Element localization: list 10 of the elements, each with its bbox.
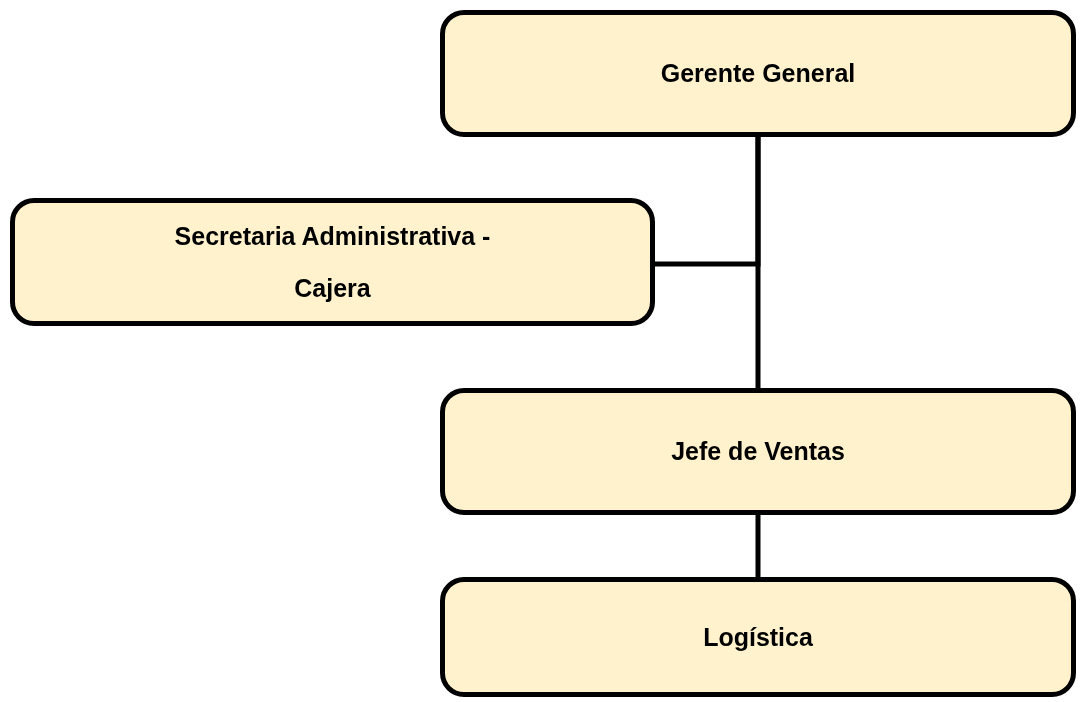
org-box <box>440 10 1076 137</box>
org-box <box>440 577 1076 697</box>
role-title: Gerente General <box>660 58 856 90</box>
connector-line <box>755 137 761 388</box>
org-box <box>440 388 1076 515</box>
role-title: Jefe de Ventas <box>671 436 845 468</box>
role-title: Secretaria Administrativa - Cajera <box>173 220 492 304</box>
org-box <box>10 198 655 326</box>
connector-line <box>755 515 761 577</box>
role-title: Logística <box>703 621 813 653</box>
